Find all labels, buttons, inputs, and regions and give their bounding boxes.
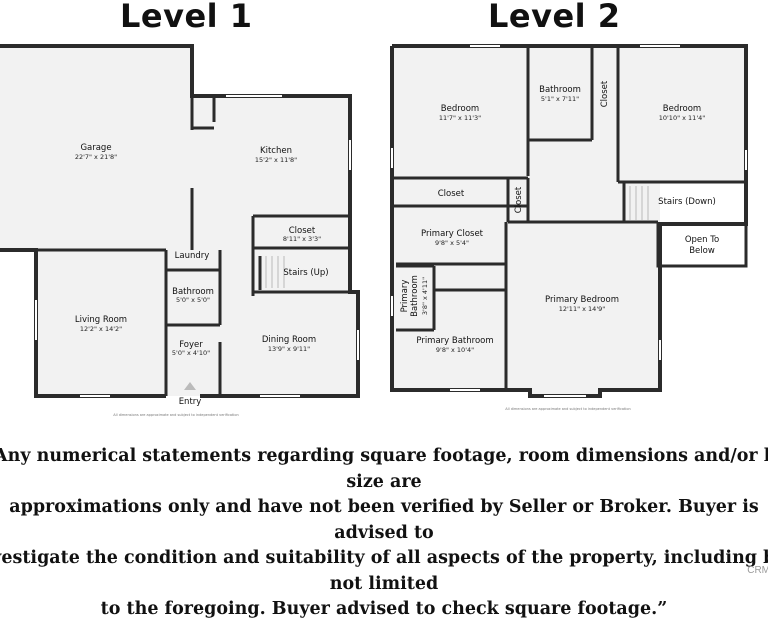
level-1-windows [35,95,359,397]
room-bedroom2-name: Bedroom [663,104,701,114]
room-closet-hall-name: Closet [438,189,465,199]
level-1-interior-walls [0,96,350,396]
disclaimer-line-2: approximations only and have not been ve… [9,497,759,543]
level-2-stair-treads [629,186,649,220]
room-primary-bedroom-name: Primary Bedroom [545,295,619,305]
room-dining-name: Dining Room [262,335,316,345]
room-living-name: Living Room [75,315,127,325]
level-1-outer-wall [0,44,360,398]
room-bedroom1-name: Bedroom [441,104,479,114]
room-primary-bath-small-line2: Bathroom [410,275,420,317]
disclaimer-line-3: investigate the condition and suitabilit… [0,548,768,594]
disclaimer-text: “ Any numerical statements regarding squ… [0,444,768,623]
room-stairs-name: Stairs (Up) [283,268,328,278]
room-open-below-line2: Below [689,246,715,256]
room-bathroom-name: Bathroom [172,287,214,297]
room-primary-bath-small-dims: 3'8" x 4'11" [421,277,429,315]
room-closet-small-name: Closet [514,186,524,213]
disclaimer-line-4: to the foregoing. Buyer advised to check… [100,599,668,619]
disclaimer-line-1: “ Any numerical statements regarding squ… [0,446,768,492]
room-bedroom2-dims: 10'10" x 11'4" [659,114,705,122]
floor-plans: Garage 22'7" x 21'8" Kitchen 15'2" x 11'… [0,44,748,417]
room-foyer-name: Foyer [179,340,203,350]
room-living-dims: 12'2" x 14'2" [80,325,122,333]
room-primary-closet-dims: 9'8" x 5'4" [435,239,469,247]
room-dining-dims: 13'9" x 9'11" [268,345,310,353]
room-foyer-dims: 5'0" x 4'10" [172,349,210,357]
room-closet-vertical-name: Closet [600,80,610,107]
room-kitchen-dims: 15'2" x 11'8" [255,156,297,164]
room-bathroom2-name: Bathroom [539,85,581,95]
level-2-interior-walls [392,46,746,390]
level-1-title: Level 1 [120,0,253,35]
room-closet-dims: 8'11" x 3'3" [283,235,321,243]
level-1-note: All dimensions are approximate and subje… [113,413,238,417]
level-1-stair-treads [265,256,285,288]
room-open-below-line1: Open To [685,235,719,245]
room-closet-name: Closet [289,226,316,236]
room-primary-bathroom-name: Primary Bathroom [416,336,493,346]
room-primary-bathroom-dims: 9'8" x 10'4" [436,346,474,354]
level-2-note: All dimensions are approximate and subje… [505,407,630,411]
level-2-windows [391,45,747,397]
room-stairs-down-name: Stairs (Down) [658,197,716,207]
room-garage-dims: 22'7" x 21'8" [75,153,117,161]
room-kitchen-name: Kitchen [260,146,292,156]
open-to-below-area [656,222,748,268]
room-bathroom-dims: 5'0" x 5'0" [176,296,210,304]
level-2-title: Level 2 [488,0,621,35]
room-primary-closet-name: Primary Closet [421,229,484,239]
level-2-plan: Bedroom 11'7" x 11'3" Bathroom 5'1" x 7'… [390,44,748,411]
room-laundry-name: Laundry [175,251,210,261]
room-bedroom1-dims: 11'7" x 11'3" [439,114,481,122]
room-primary-bedroom-dims: 12'11" x 14'9" [559,305,605,313]
watermark: CRM [747,565,768,576]
level-1-floor [0,46,358,396]
room-bathroom2-dims: 5'1" x 7'11" [541,95,579,103]
room-garage-name: Garage [80,143,111,153]
entry-arrow-icon [184,382,196,390]
level-1-plan: Garage 22'7" x 21'8" Kitchen 15'2" x 11'… [0,44,360,417]
room-primary-bath-small-line1: Primary [400,280,410,313]
room-entry-name: Entry [179,397,202,407]
